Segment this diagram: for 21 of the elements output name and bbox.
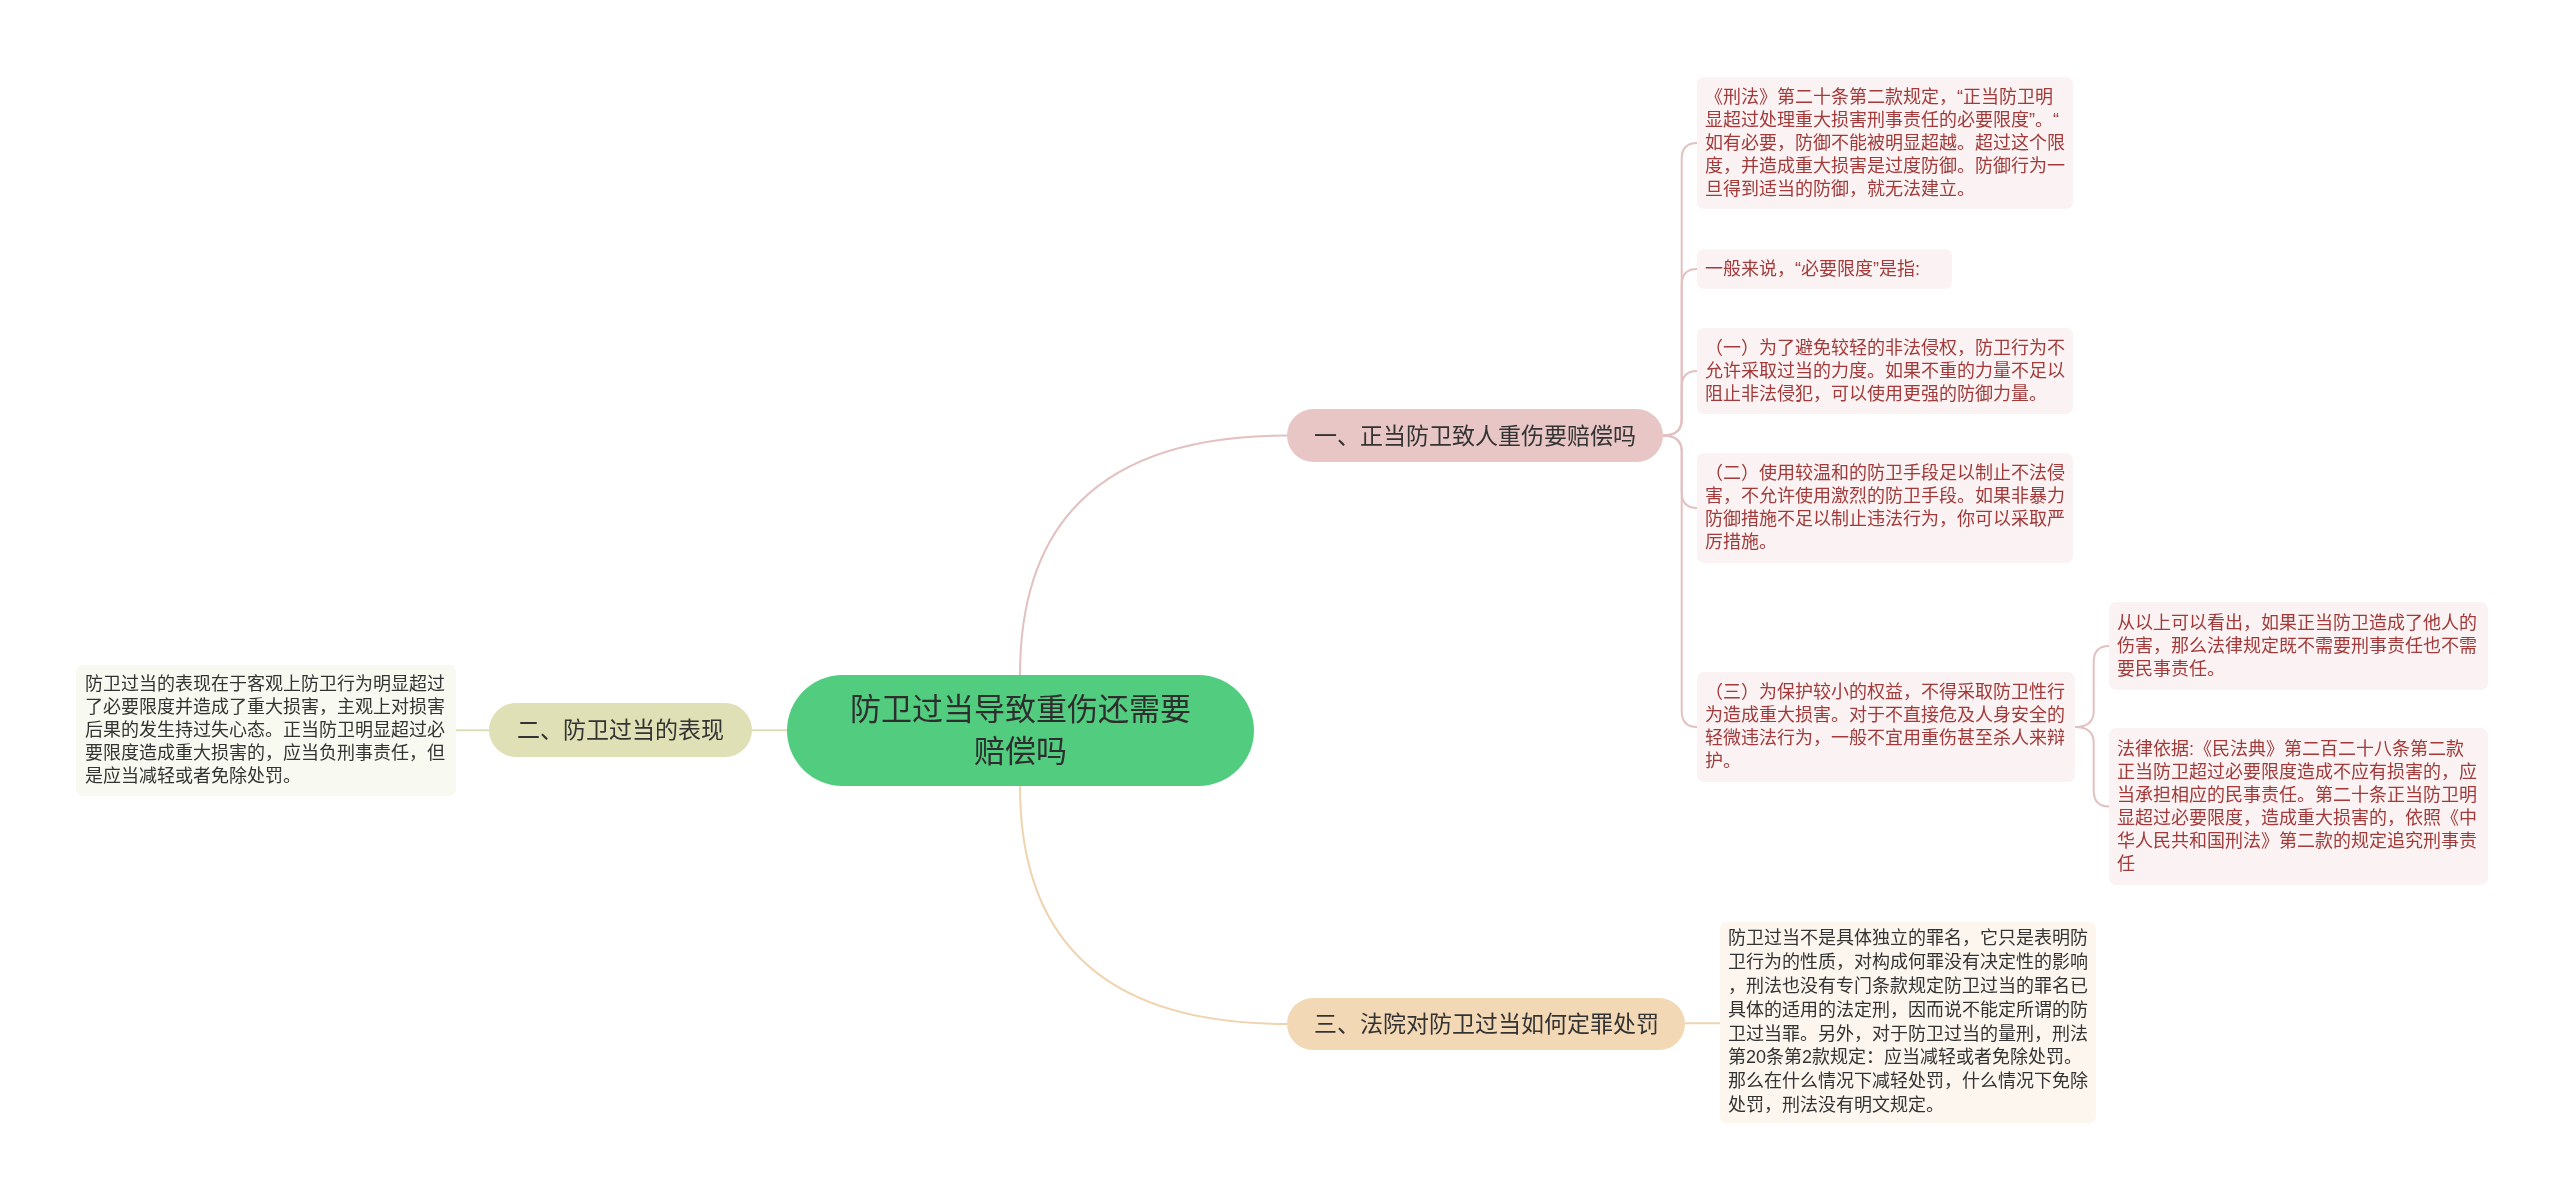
note-box: 《刑法》第二十条第二款规定，“正当防卫明显超过处理重大损害刑事责任的必要限度”。“如有必要，防御不能被明显超越。超过这个限度，并造成重大损害是过度防御。防御行为一旦得到适当的防御，就无法建立。: [1697, 77, 2073, 209]
note-box: 法律依据:《民法典》第二百二十八条第二款正当防卫超过必要限度造成不应有损害的，应当承担相应的民事责任。第二十条正当防卫明显超过必要限度，造成重大损害的，依照《中华人民共和国刑法》第二款的规定追究刑事责任: [2109, 728, 2488, 885]
connector-line: [1019, 785, 1288, 1025]
note-box: （一）为了避免较轻的非法侵权，防卫行为不允许采取过当的力度。如果不重的力量不足以阻止非法侵犯，可以使用更强的防御力量。: [1697, 328, 2073, 414]
note-box: 一般来说，“必要限度”是指:: [1697, 249, 1952, 289]
topic-pill: 一、正当防卫致人重伤要赔偿吗: [1287, 409, 1663, 462]
note-box: 防卫过当的表现在于客观上防卫行为明显超过了必要限度并造成了重大损害，主观上对损害后果的发生持过失心态。正当防卫明显超过必要限度造成重大损害的，应当负刑事责任，但是应当减轻或者免除处罚。: [76, 665, 456, 796]
connector-line: [1684, 1022, 1721, 1025]
connector-line: [1662, 370, 1698, 437]
note-box: （二）使用较温和的防卫手段足以制止不法侵害，不允许使用激烈的防卫手段。如果非暴力防御措施不足以制止违法行为，你可以采取严厉措施。: [1697, 453, 2073, 563]
topic-pill: 三、法院对防卫过当如何定罪处罚: [1287, 998, 1685, 1050]
central-topic: 防卫过当导致重伤还需要赔偿吗: [787, 675, 1254, 786]
note-box: 从以上可以看出，如果正当防卫造成了他人的伤害，那么法律规定既不需要刑事责任也不需要民事责任。: [2109, 602, 2488, 690]
connector-line: [2074, 726, 2110, 808]
note-box: 防卫过当不是具体独立的罪名，它只是表明防卫行为的性质，对构成何罪没有决定性的影响，刑法也没有专门条款规定防卫过当的罪名已具体的适用的法定刑，因而说不能定所谓的防卫过当罪。另外，对于防卫过当的量刑，刑法第20条第2款规定：应当减轻或者免除处罚。那么在什么情况下减轻处罚，什么情况下免除处罚，刑法没有明文规定。: [1720, 922, 2096, 1123]
connector-line: [455, 729, 490, 732]
note-box: （三）为保护较小的权益，不得采取防卫性行为造成重大损害。对于不直接危及人身安全的轻微违法行为，一般不宜用重伤甚至杀人来辩护。: [1697, 672, 2075, 782]
connector-line: [751, 729, 788, 732]
connector-line: [1019, 434, 1288, 676]
topic-pill: 二、防卫过当的表现: [489, 703, 752, 757]
connector-line: [1662, 434, 1698, 728]
